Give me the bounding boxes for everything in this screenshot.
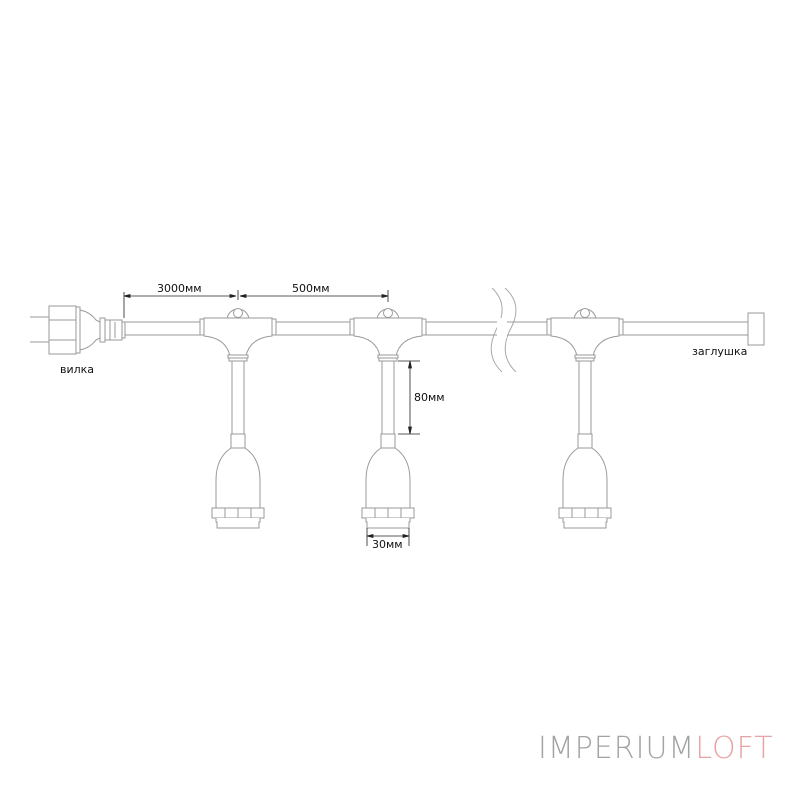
end-cap-label: заглушка	[692, 345, 748, 358]
brand-logo: IMPERIUMLOFT	[538, 731, 774, 766]
t-junction-2	[349, 308, 427, 362]
lead-length-label: 3000мм	[157, 282, 202, 295]
spacing-label: 500мм	[292, 282, 330, 295]
break-symbol	[490, 287, 517, 373]
lamp-socket-3	[558, 360, 612, 529]
brand-part1: IMPERIUM	[538, 731, 696, 766]
t-junction-1	[199, 308, 277, 362]
dimension-lines	[123, 290, 420, 546]
socket-diameter-label: 30мм	[372, 538, 403, 551]
drop-length-label: 80мм	[414, 391, 445, 404]
t-junction-3	[546, 308, 624, 362]
end-cap-icon	[747, 312, 765, 346]
lamp-socket-1	[211, 360, 265, 529]
plug-label: вилка	[60, 363, 95, 376]
plug-icon	[30, 305, 126, 355]
lamp-socket-2	[361, 360, 415, 529]
brand-part2: LOFT	[695, 731, 774, 766]
